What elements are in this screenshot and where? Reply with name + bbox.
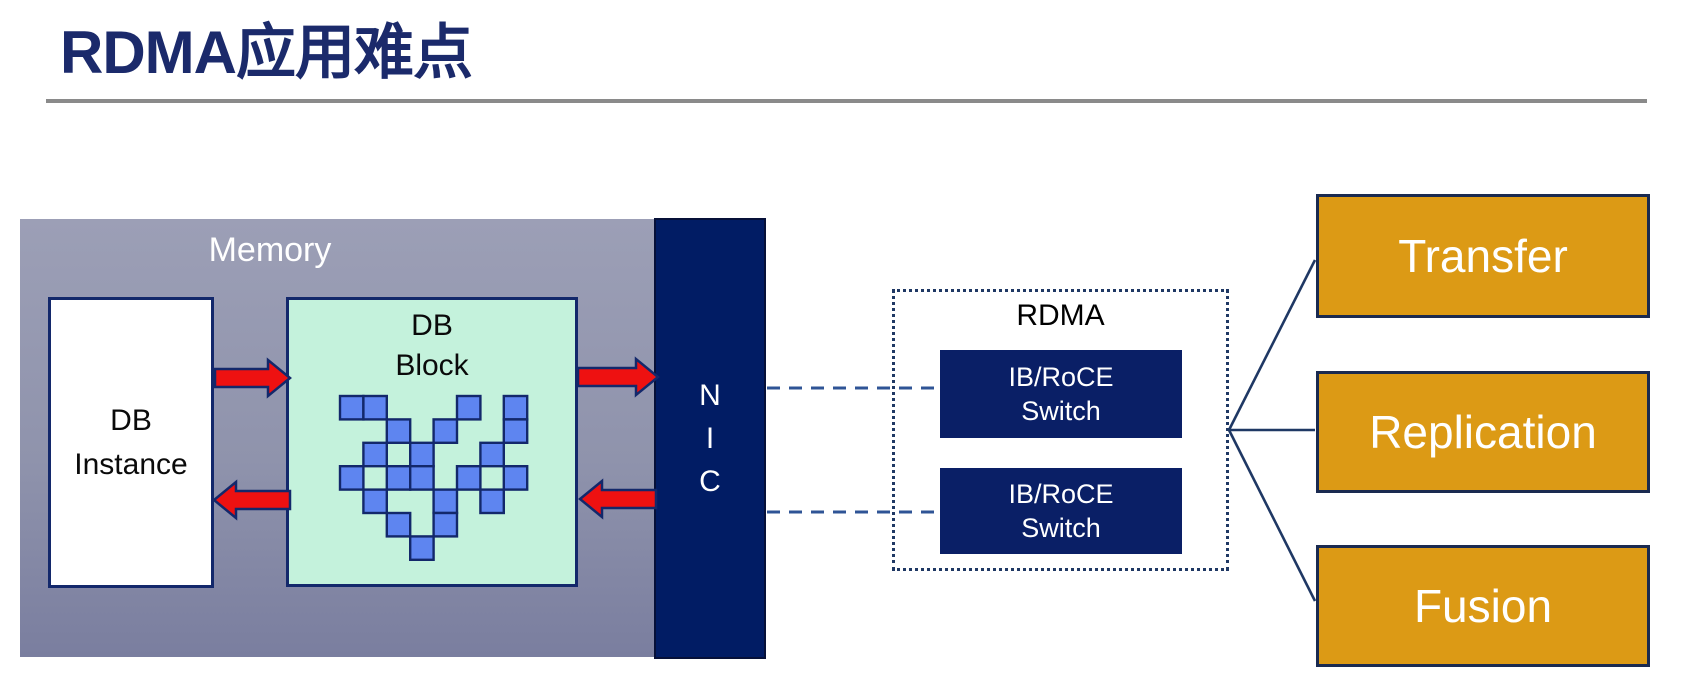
ib-roce-switch-box-1: IB/RoCE Switch [940, 350, 1182, 438]
target-box-transfer: Transfer [1316, 194, 1650, 318]
nic-letter-c: C [699, 465, 721, 498]
db-block-line1: DB [411, 309, 453, 342]
target-label-replication: Replication [1369, 406, 1597, 458]
nic-letter-n: N [699, 379, 721, 412]
nic-letter-i: I [705, 422, 715, 455]
db-instance-line2: Instance [74, 447, 188, 481]
target-label-fusion: Fusion [1413, 580, 1553, 632]
db-block-box: DB Block [286, 297, 578, 587]
rdma-group-box: RDMA [892, 289, 1229, 571]
target-label-transfer: Transfer [1398, 230, 1568, 282]
db-instance-line1: DB [110, 403, 152, 437]
switch1-line2: Switch [1021, 396, 1101, 426]
memory-label: Memory [208, 231, 332, 269]
rdma-group-label: RDMA [1016, 299, 1105, 332]
ib-roce-switch-box-2: IB/RoCE Switch [940, 468, 1182, 554]
page-title: RDMA应用难点 [60, 19, 473, 86]
db-block-label: DB Block [289, 300, 575, 386]
switch2-line1: IB/RoCE [1008, 479, 1114, 509]
connector-line [1227, 429, 1317, 602]
target-box-replication: Replication [1316, 371, 1650, 493]
connector-line [1227, 259, 1317, 431]
db-instance-box: DB Instance [48, 297, 214, 588]
title-divider [46, 99, 1647, 103]
target-box-fusion: Fusion [1316, 545, 1650, 667]
switch1-line1: IB/RoCE [1008, 362, 1114, 392]
nic-box: N I C [654, 218, 766, 659]
switch2-line2: Switch [1021, 513, 1101, 543]
db-block-line2: Block [395, 349, 469, 382]
